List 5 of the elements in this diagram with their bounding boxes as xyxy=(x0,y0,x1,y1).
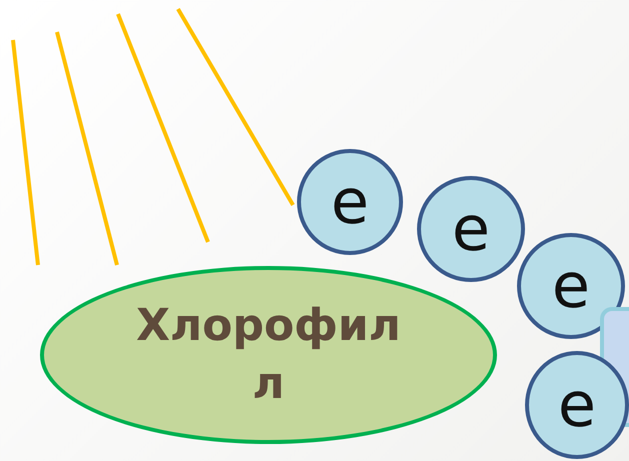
electron-label: e xyxy=(552,251,590,321)
node-label: Хлорофилл xyxy=(135,299,402,411)
electron-label: e xyxy=(330,167,370,237)
electron-label: e xyxy=(452,194,490,264)
electron-label: e xyxy=(558,370,596,440)
